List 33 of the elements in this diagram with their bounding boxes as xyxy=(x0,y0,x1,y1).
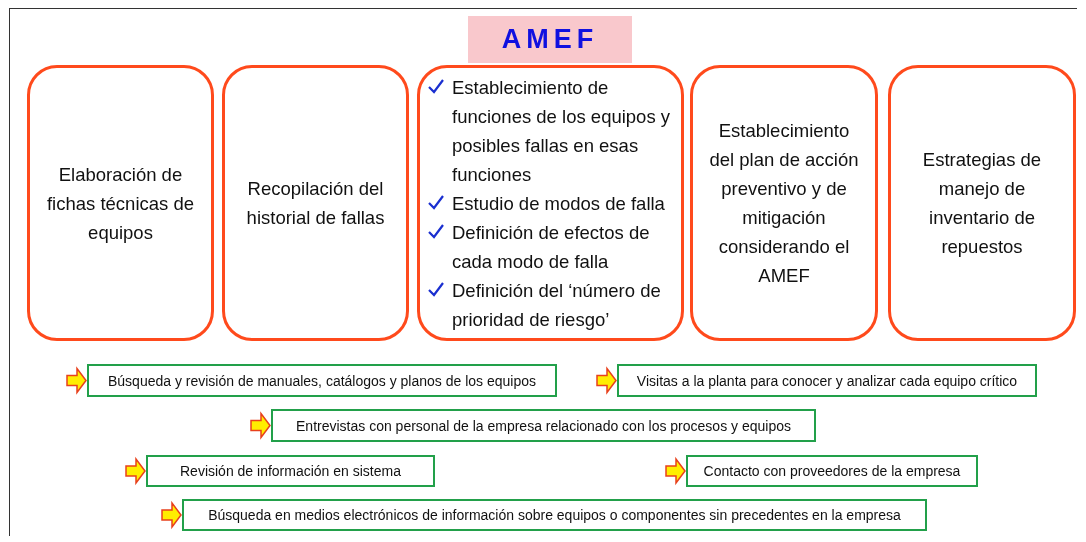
node-text: Estrategias de manejo de inventario de repuestos xyxy=(921,148,1043,259)
activity-box xyxy=(271,409,816,442)
checklist-item: Definición de efectos de cada modo de falla xyxy=(452,220,651,274)
process-box xyxy=(417,65,684,341)
node-text: Visitas a la planta para conocer y analizar cada equipo crítico xyxy=(636,372,1018,389)
node-text: Revisión de información en sistema xyxy=(180,463,401,479)
process-box xyxy=(690,65,878,341)
block-arrow xyxy=(250,411,271,440)
block-arrow xyxy=(66,366,87,395)
checklist-item: Establecimiento de funciones de los equipos y posibles fallas en esas funciones xyxy=(452,75,672,187)
node-text: AMEF xyxy=(501,24,599,55)
process-box xyxy=(222,65,409,341)
node-text: Elaboración de fichas técnicas de equipos xyxy=(45,162,196,245)
checklist-item: Definición del ‘número de prioridad de riesgo’ xyxy=(452,278,662,332)
block-arrow xyxy=(125,456,146,486)
block-arrow xyxy=(161,500,182,530)
process-box xyxy=(888,65,1076,341)
activity-box xyxy=(686,455,978,487)
activity-box xyxy=(146,455,435,487)
block-arrow xyxy=(665,456,686,486)
node-text: Búsqueda y revisión de manuales, catálogos y planos de los equipos xyxy=(107,372,537,389)
node-text: Entrevistas con personal de la empresa relacionado con los procesos y equipos xyxy=(296,417,791,434)
node-text: Contacto con proveedores de la empresa xyxy=(703,463,961,479)
node-text: Establecimiento del plan de acción preventivo y de mitigación considerando el AMEF xyxy=(708,119,860,288)
block-arrow xyxy=(596,366,617,395)
node-text: Recopilación del historial de fallas xyxy=(245,177,386,230)
process-box xyxy=(27,65,214,341)
checklist-item: Estudio de modos de falla xyxy=(452,191,665,216)
title-band xyxy=(468,16,632,63)
activity-box xyxy=(182,499,927,531)
activity-box xyxy=(617,364,1037,397)
node-text: Búsqueda en medios electrónicos de información sobre equipos o componentes sin precedentes en la empresa xyxy=(208,507,901,523)
activity-box xyxy=(87,364,557,397)
